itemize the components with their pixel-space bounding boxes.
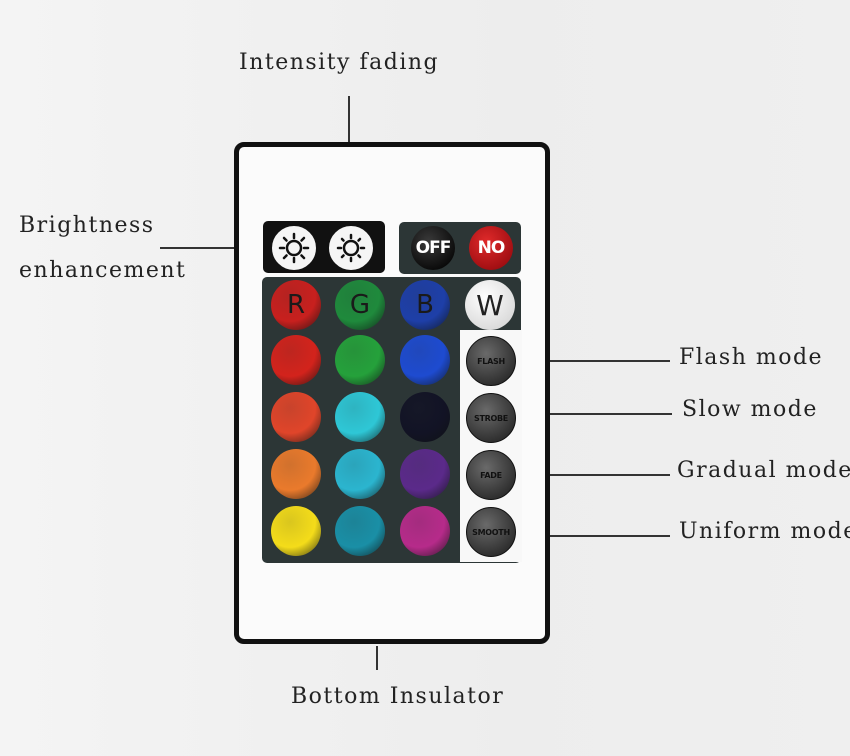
uniform-mode-label: Uniform mode (679, 519, 850, 544)
sun-brightness-down-icon (336, 233, 366, 263)
mode-button-label: FADE (480, 470, 502, 480)
rgbw-button-label: G (349, 290, 371, 320)
rgbw-button-r[interactable]: R (271, 280, 321, 330)
brightness-label: Brightness (19, 213, 155, 238)
intensity-fading-label: Intensity fading (239, 50, 440, 75)
rgbw-button-w[interactable]: W (465, 280, 515, 330)
uniform-leader-line (490, 535, 670, 537)
rgbw-button-label: W (476, 288, 504, 322)
color-button[interactable] (335, 392, 385, 442)
bottom-insulator-label: Bottom Insulator (291, 684, 505, 709)
color-button[interactable] (271, 449, 321, 499)
color-button[interactable] (271, 392, 321, 442)
insulator-leader-line (376, 646, 378, 670)
on-button[interactable]: NO (469, 226, 513, 270)
on-button-label: NO (477, 238, 506, 258)
rgbw-button-g[interactable]: G (335, 280, 385, 330)
color-button[interactable] (335, 506, 385, 556)
flash-leader-line (490, 360, 670, 362)
flash-mode-button[interactable]: FLASH (466, 336, 516, 386)
brightness-up-button[interactable] (270, 224, 318, 272)
mode-button-label: SMOOTH (472, 527, 510, 537)
color-button[interactable] (271, 506, 321, 556)
gradual-leader-line (490, 474, 670, 476)
color-button[interactable] (400, 392, 450, 442)
strobe-mode-button[interactable]: STROBE (466, 393, 516, 443)
off-button-label: OFF (415, 238, 452, 258)
color-button[interactable] (271, 335, 321, 385)
mode-button-label: FLASH (477, 356, 505, 366)
color-button[interactable] (335, 449, 385, 499)
smooth-mode-button[interactable]: SMOOTH (466, 507, 516, 557)
enhancement-label: enhancement (19, 258, 187, 283)
brightness-leader-line (160, 247, 293, 249)
sun-brightness-up-icon (278, 232, 310, 264)
slow-mode-label: Slow mode (682, 397, 818, 422)
flash-mode-label: Flash mode (679, 345, 824, 370)
rgbw-button-b[interactable]: B (400, 280, 450, 330)
rgbw-button-label: R (286, 290, 306, 320)
slow-leader-line (490, 413, 672, 415)
off-button[interactable]: OFF (411, 226, 455, 270)
mode-button-label: STROBE (474, 413, 508, 423)
fade-mode-button[interactable]: FADE (466, 450, 516, 500)
color-button[interactable] (335, 335, 385, 385)
color-button[interactable] (400, 335, 450, 385)
color-button[interactable] (400, 506, 450, 556)
rgbw-button-label: B (416, 290, 434, 320)
gradual-mode-label: Gradual mode (677, 458, 850, 483)
color-button[interactable] (400, 449, 450, 499)
brightness-down-button[interactable] (327, 224, 375, 272)
